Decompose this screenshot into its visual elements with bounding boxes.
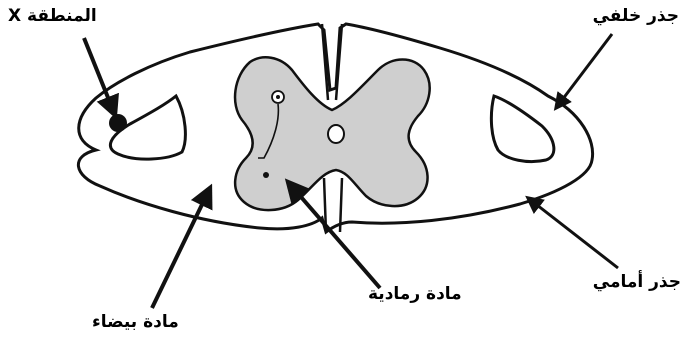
neuron-nucleus: [276, 95, 280, 99]
dorsal-root-label: جذر خلفي: [593, 6, 679, 26]
grey-matter-label: مادة رمادية: [368, 284, 462, 304]
zone-x-dot: [109, 114, 127, 132]
central-canal: [328, 125, 344, 143]
grey-dot: [263, 172, 269, 178]
ventral-root-label: جذر أمامي: [593, 272, 681, 292]
zone-x-label: المنطقة X: [8, 6, 97, 26]
arrow-dorsal-root: [556, 34, 612, 108]
white-matter-label: مادة بيضاء: [92, 312, 179, 332]
arrow-ventral-root: [528, 198, 618, 268]
